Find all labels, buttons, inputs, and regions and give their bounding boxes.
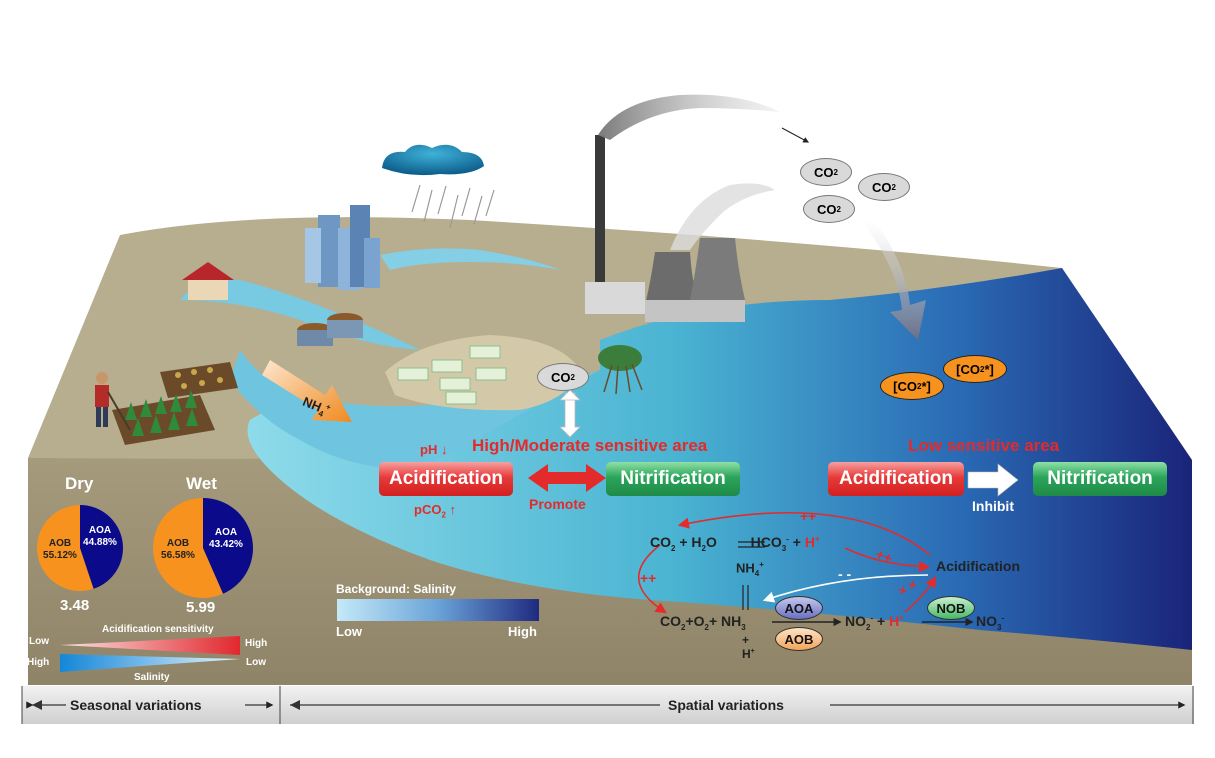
- salinity-scale-title: Salinity: [134, 672, 170, 683]
- wet-aob-slice: [152, 498, 224, 598]
- low-area-title: Low sensitive area: [908, 436, 1060, 455]
- river-lower: [230, 350, 600, 470]
- inhibit-arrow: [967, 463, 1019, 497]
- acidification-scale: [60, 636, 240, 655]
- salinity-scale-high: High: [27, 657, 50, 668]
- aoa-badge: AOA: [775, 596, 823, 620]
- dry-aob-label: AOB 55.12%: [43, 538, 77, 561]
- farmer-icon: [95, 372, 131, 431]
- wet-aoa-label: AOA 43.42%: [209, 527, 243, 550]
- nitrate-label: NO3-: [976, 613, 1005, 632]
- salinity-scale-low: Low: [246, 657, 266, 668]
- absorption-arrow: [865, 218, 926, 340]
- reaction-hplus-acid: [844, 547, 931, 573]
- legend-low: Low: [336, 624, 362, 639]
- exchange-arrow: [559, 389, 581, 438]
- nob-badge: NOB: [927, 596, 975, 620]
- steam: [670, 183, 775, 250]
- rain-icon: [411, 184, 495, 229]
- reaction-inhibit-white: [762, 574, 929, 603]
- wet-value: 5.99: [186, 599, 216, 616]
- smoke: [598, 94, 780, 140]
- dry-value: 3.48: [60, 597, 90, 614]
- legend-high: High: [508, 624, 537, 639]
- promote-arrow: [528, 464, 606, 492]
- dry-title: Dry: [65, 474, 94, 493]
- river-upper: [380, 248, 560, 270]
- plus-left: ++: [640, 570, 657, 586]
- equilibrium-arrows: [738, 541, 765, 610]
- salinity-legend-bar: [337, 599, 539, 621]
- farmland-icon: [112, 362, 238, 445]
- nh4-node: NH4+: [736, 560, 764, 578]
- acid-scale-low: Low: [29, 636, 49, 647]
- nitrification-box: Nitrification: [606, 462, 740, 496]
- wet-aoa-slice: [203, 498, 253, 594]
- low-nitrification-box: Nitrification: [1033, 462, 1167, 496]
- wet-title: Wet: [186, 474, 217, 493]
- nh4-flow-arrow: [262, 360, 352, 422]
- house-icon: [182, 262, 234, 300]
- dry-aoa-label: AOA 44.88%: [83, 525, 117, 548]
- aquaculture-ponds: [397, 345, 507, 405]
- h-plus-below: +H+: [742, 633, 755, 661]
- minus-label: - -: [838, 566, 852, 582]
- ammonia-oxidation-equation: CO2+O2+ NH3: [660, 613, 746, 632]
- wet-aob-label: AOB 56.58%: [161, 538, 195, 561]
- mangrove-icon: [598, 345, 643, 395]
- power-plant-icon: [585, 135, 745, 322]
- city-icon: [305, 205, 380, 290]
- plus-top: ++: [800, 508, 817, 524]
- pco2-label: pCO2 ↑: [414, 502, 457, 520]
- aob-badge: AOB: [775, 627, 823, 651]
- spatial-variations-label: Spatial variations: [668, 697, 784, 713]
- cloud-icon: [382, 144, 484, 176]
- legend-title: Background: Salinity: [336, 582, 457, 596]
- salinity-scale: [60, 654, 240, 672]
- reaction-loop-top: [677, 511, 931, 556]
- inhibit-label: Inhibit: [972, 498, 1014, 514]
- carbonate-equation: CO2 + H2O HCO3- + H+: [650, 534, 820, 553]
- ph-label: pH ↓: [420, 442, 448, 457]
- acidification-box: Acidification: [379, 462, 513, 496]
- low-acidification-box: Acidification: [828, 462, 964, 496]
- dry-aoa-slice: [80, 505, 123, 589]
- acid-scale-high: High: [245, 638, 268, 649]
- reaction-h-to-acid: [904, 576, 937, 613]
- treatment-plant-icon: [297, 313, 363, 346]
- acidification-node: Acidification: [936, 558, 1021, 574]
- pie-wet: [152, 498, 253, 598]
- reaction-loop-left: [637, 544, 667, 614]
- pie-dry: [36, 505, 123, 591]
- seasonal-variations-label: Seasonal variations: [70, 697, 202, 713]
- nitrite-equation: NO2- + H+: [845, 613, 904, 632]
- dry-aob-slice: [36, 505, 94, 591]
- smoke-arrow: [781, 127, 810, 143]
- promote-label: Promote: [529, 496, 586, 512]
- high-area-title: High/Moderate sensitive area: [472, 436, 708, 455]
- acid-scale-title: Acidification sensitivity: [102, 624, 214, 635]
